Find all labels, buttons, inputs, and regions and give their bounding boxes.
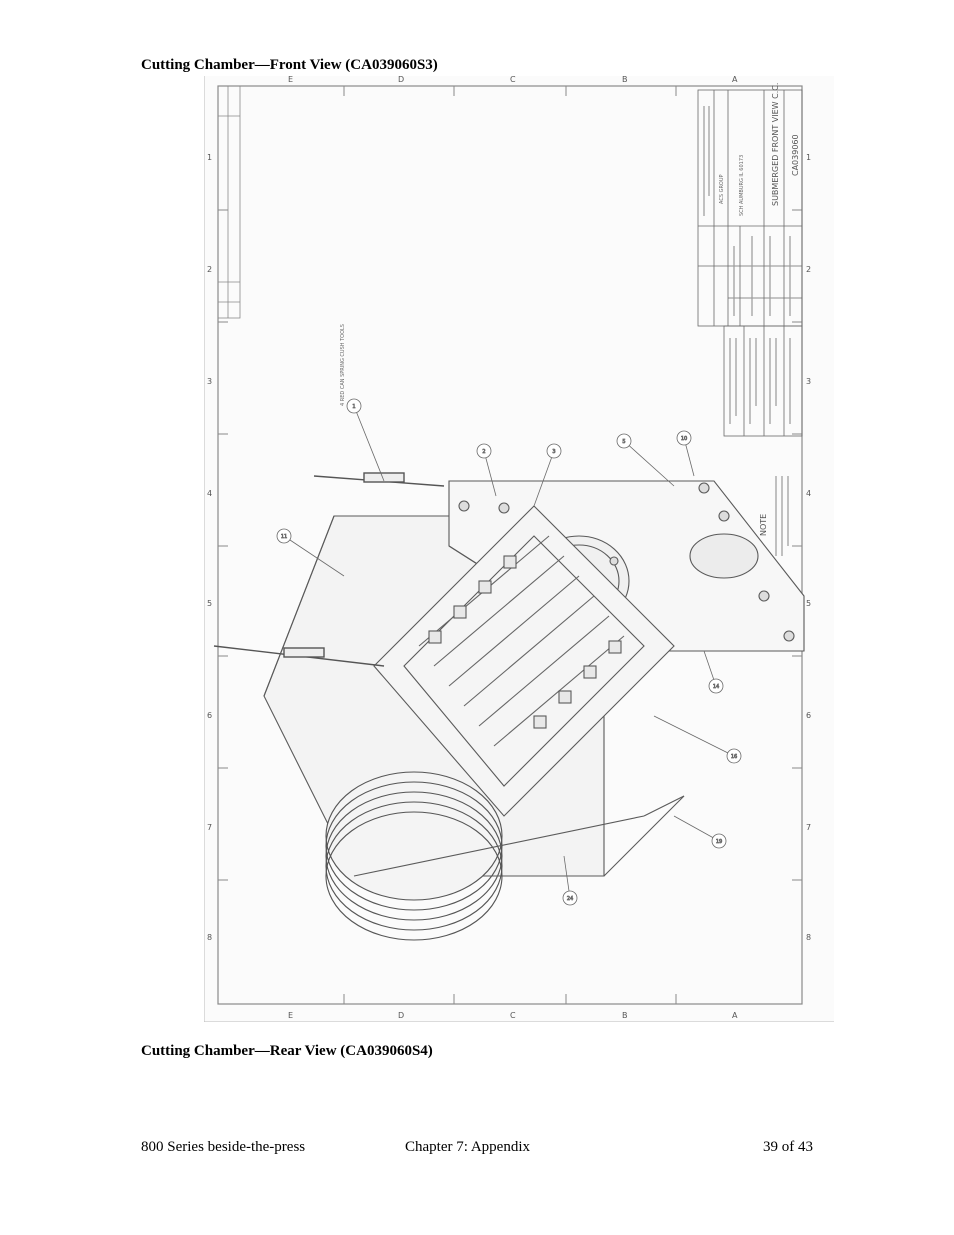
zone-numbers-left: 1 2 3 4 5 6 7 8 <box>207 153 212 942</box>
drawing-svg: E D C B A E D C B A 1 2 3 4 5 6 7 8 1 2 <box>204 76 834 1022</box>
callout-balloons: 1 2 3 5 10 11 14 16 19 24 <box>276 398 742 906</box>
callout-number: 2 <box>482 449 485 455</box>
callout-number: 19 <box>716 839 722 845</box>
callout-number: 14 <box>713 684 719 690</box>
zone-ticks <box>218 86 802 1004</box>
zone-letter: C <box>510 1011 516 1020</box>
zone-number: 7 <box>806 823 811 832</box>
revision-block <box>217 85 241 319</box>
zone-number: 4 <box>207 489 212 498</box>
zone-number: 7 <box>207 823 212 832</box>
zone-letter: E <box>288 76 293 84</box>
zone-number: 6 <box>207 711 212 720</box>
zone-number: 2 <box>207 265 212 274</box>
footer-left: 800 Series beside-the-press <box>141 1139 306 1155</box>
zone-letter: E <box>288 1011 293 1020</box>
zone-letter: D <box>398 1011 404 1020</box>
drawing-number: CA039060 <box>791 134 800 176</box>
zone-number: 3 <box>207 377 212 386</box>
zone-letter: A <box>732 76 738 84</box>
callout-number: 1 <box>352 404 355 410</box>
zone-number: 8 <box>207 933 212 942</box>
title-block-fine-print <box>703 106 791 424</box>
zone-number: 8 <box>806 933 811 942</box>
note-heading: NOTE <box>759 514 768 536</box>
zone-letter: B <box>622 1011 628 1020</box>
callout-number: 16 <box>731 754 737 760</box>
zone-letter: D <box>398 76 404 84</box>
company-name: ACS GROUP <box>719 174 725 204</box>
zone-number: 6 <box>806 711 811 720</box>
zone-number: 1 <box>806 153 811 162</box>
zone-number: 5 <box>806 599 811 608</box>
zone-letters-bottom: E D C B A <box>288 1011 738 1020</box>
front-view-heading: Cutting Chamber—Front View (CA039060S3) <box>141 57 438 73</box>
zone-number: 2 <box>806 265 811 274</box>
page-number: 39 of 43 <box>763 1139 813 1155</box>
zone-numbers-right: 1 2 3 4 5 6 7 8 <box>806 153 811 942</box>
zone-letter: C <box>510 76 516 84</box>
title-block-text: ACS GROUP SCH AUMBURG IL 60173 SUBMERGED… <box>719 83 800 216</box>
zone-number: 1 <box>207 153 212 162</box>
zone-number: 5 <box>207 599 212 608</box>
callout-number: 11 <box>281 534 287 540</box>
drawing-frame <box>217 85 803 1005</box>
cutting-chamber-assembly <box>213 472 805 941</box>
zone-letter: A <box>732 1011 738 1020</box>
callout-number: 10 <box>681 436 687 442</box>
callout-note: 4 RED CAN SPRING CUSH TOOLS <box>340 324 346 406</box>
callout-number: 5 <box>622 439 625 445</box>
zone-letters-top: E D C B A <box>288 76 738 84</box>
rear-view-heading: Cutting Chamber—Rear View (CA039060S4) <box>141 1043 433 1059</box>
company-address: SCH AUMBURG IL 60173 <box>739 155 745 216</box>
callout-number: 24 <box>567 896 573 902</box>
zone-number: 4 <box>806 489 811 498</box>
zone-number: 3 <box>806 377 811 386</box>
title-block <box>697 89 803 437</box>
footer-center: Chapter 7: Appendix <box>405 1139 530 1155</box>
engineering-drawing: E D C B A E D C B A 1 2 3 4 5 6 7 8 1 2 <box>204 76 834 1022</box>
zone-letter: B <box>622 76 628 84</box>
callout-number: 3 <box>552 449 555 455</box>
note-block: NOTE <box>759 476 789 556</box>
drawing-title: SUBMERGED FRONT VIEW C.C. <box>771 83 780 206</box>
